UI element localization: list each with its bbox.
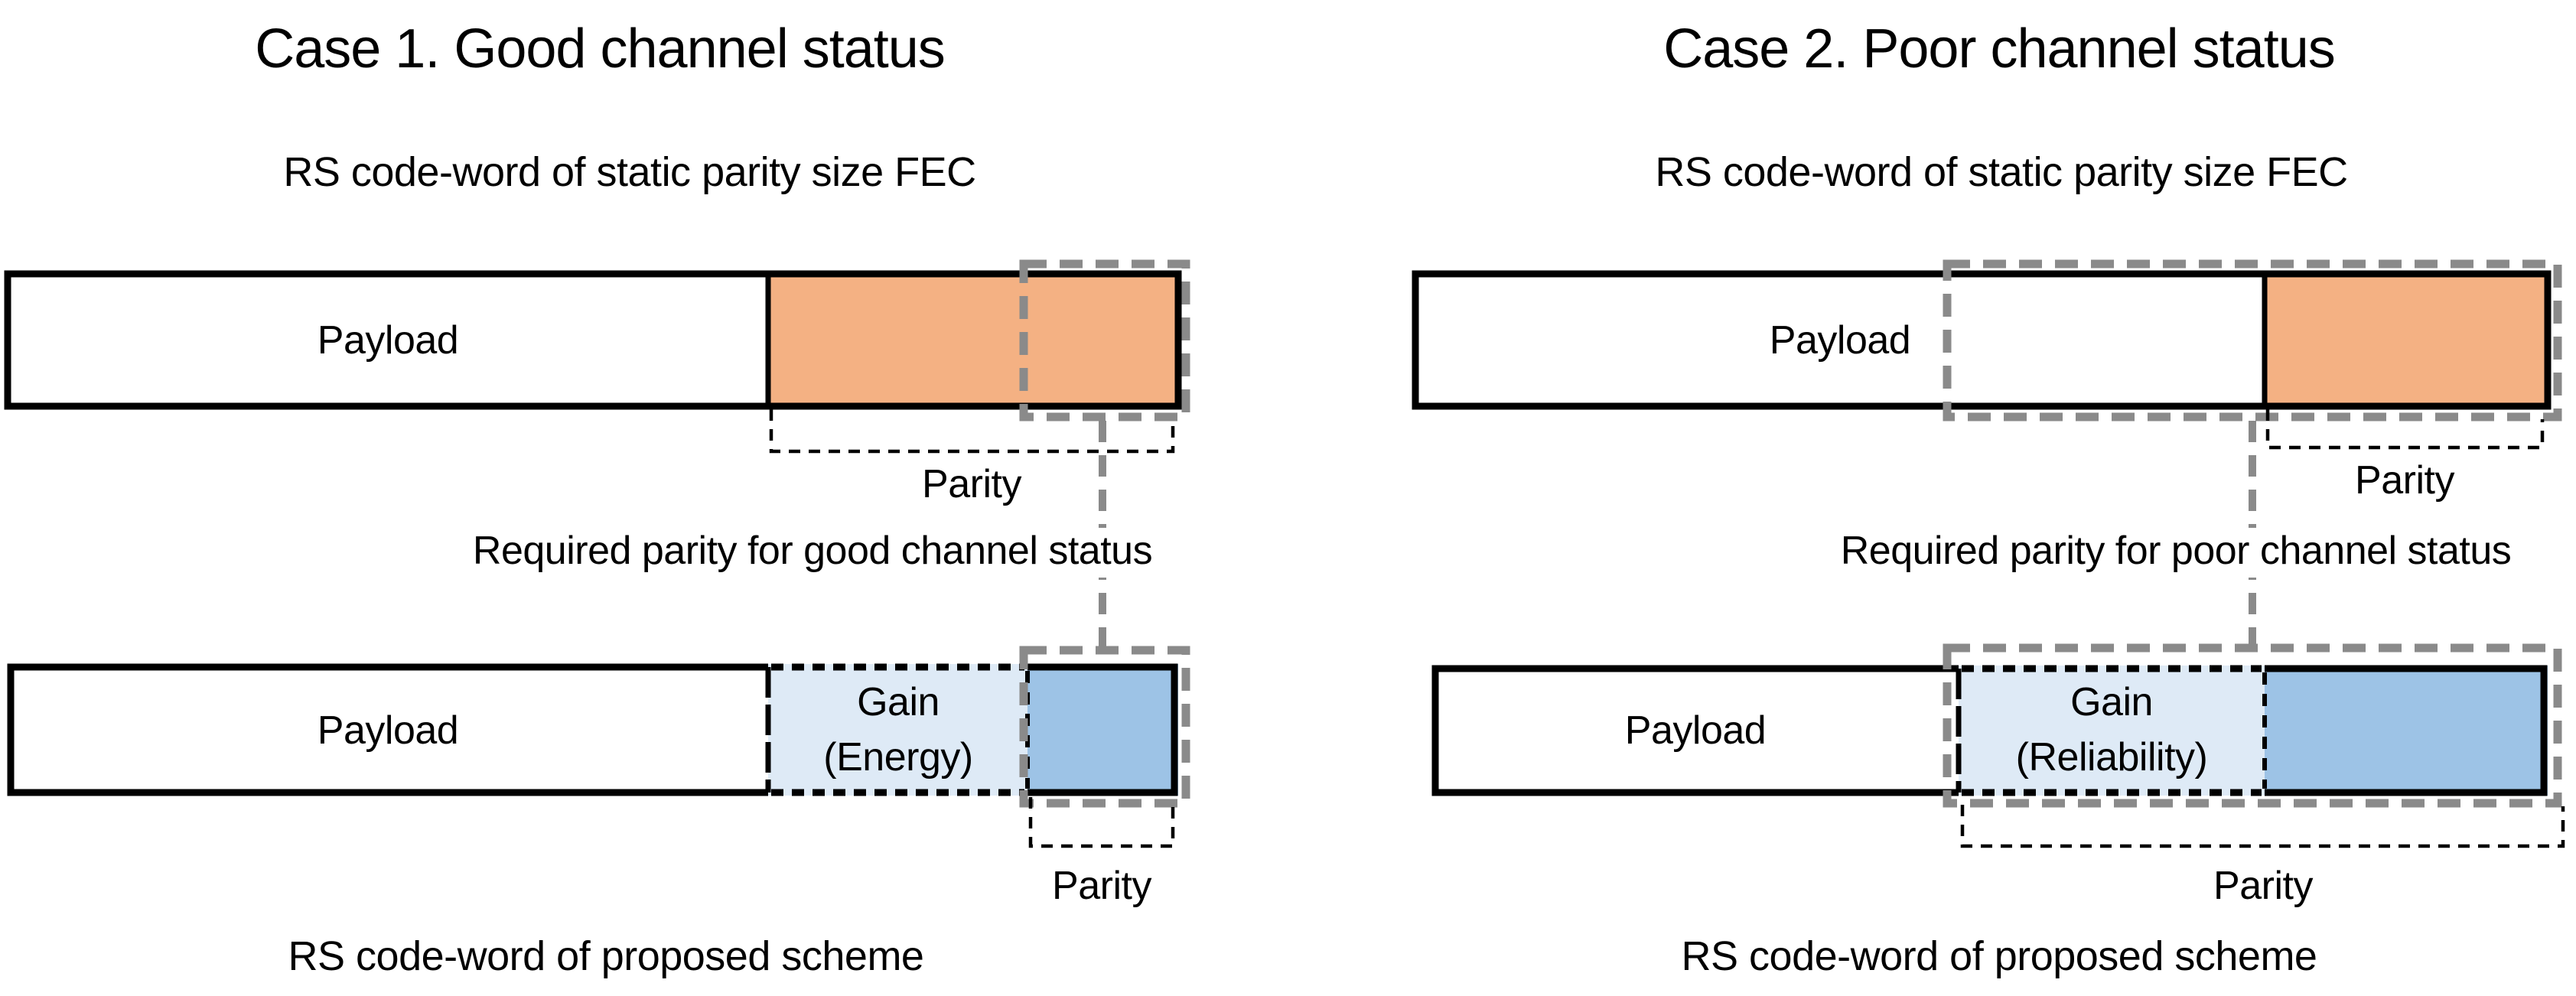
case1-proposed-parity-bracket bbox=[1028, 797, 1175, 848]
case1-static-bar-outline bbox=[4, 270, 1182, 410]
case2-proposed-payload-outline bbox=[1431, 665, 1959, 796]
case1-static-parity-bracket bbox=[769, 409, 1175, 454]
case2-static-parity-bracket bbox=[2265, 409, 2545, 450]
case2-static-parity-region bbox=[2265, 274, 2548, 406]
case1-static-required-parity-highlight bbox=[1019, 259, 1190, 422]
case1-static-codeword-caption: RS code-word of static parity size FEC bbox=[283, 149, 975, 195]
case1-annotation-backdrop bbox=[413, 528, 1213, 578]
case1-proposed-parity-outline bbox=[1027, 663, 1178, 796]
case1-title: Case 1. Good channel status bbox=[255, 18, 945, 80]
case2-proposed-parity-label: Parity bbox=[2213, 864, 2313, 908]
case2-static-bar-outline bbox=[1412, 270, 2552, 410]
case2-proposed-parity-outline bbox=[2265, 665, 2548, 796]
case2-proposed-payload-label: Payload bbox=[1625, 708, 1766, 753]
case1-gain-label-line1: Gain bbox=[857, 680, 940, 724]
case2-gain-label-line1: Gain bbox=[2070, 680, 2153, 724]
case1-proposed-parity-label: Parity bbox=[1052, 864, 1151, 908]
case1-proposed-bar bbox=[7, 663, 1178, 796]
case2-annotation-backdrop bbox=[1783, 528, 2571, 578]
case2-proposed-parity-bracket bbox=[1960, 805, 2565, 848]
case2-static-parity-label: Parity bbox=[2355, 458, 2454, 503]
case2-proposed-codeword-caption: RS code-word of proposed scheme bbox=[1682, 933, 2317, 979]
case1-gain-label-line2: (Energy) bbox=[823, 735, 972, 780]
case2-title: Case 2. Poor channel status bbox=[1663, 18, 2335, 80]
case1-proposed-codeword-caption: RS code-word of proposed scheme bbox=[288, 933, 924, 979]
case1-static-bar bbox=[4, 270, 1182, 410]
case1-proposed-payload-label: Payload bbox=[318, 708, 458, 753]
case2-static-bar bbox=[1412, 270, 2552, 410]
case1-static-parity-region bbox=[768, 274, 1178, 406]
case1-proposed-required-parity-highlight bbox=[1019, 646, 1190, 808]
case1-proposed-payload-outline bbox=[7, 663, 768, 796]
case1-static-parity-label: Parity bbox=[922, 462, 1021, 506]
case2-gain-region bbox=[1959, 666, 2265, 796]
case2-required-parity-note: Required parity for poor channel status bbox=[1841, 529, 2512, 573]
case2-static-required-parity-highlight bbox=[1943, 259, 2562, 422]
case2-gain-label-line2: (Reliability) bbox=[2016, 735, 2208, 780]
case2-static-codeword-caption: RS code-word of static parity size FEC bbox=[1655, 149, 2347, 195]
case2-proposed-bar bbox=[1431, 665, 2548, 796]
case2-proposed-parity-region bbox=[2265, 666, 2548, 796]
case2-static-payload-label: Payload bbox=[1770, 318, 1910, 363]
case2-proposed-required-parity-highlight bbox=[1943, 643, 2562, 808]
case1-required-parity-note: Required parity for good channel status bbox=[473, 529, 1152, 573]
case1-static-payload-label: Payload bbox=[318, 318, 458, 363]
case1-proposed-parity-region bbox=[1027, 664, 1178, 796]
case1-gain-region bbox=[768, 664, 1027, 796]
